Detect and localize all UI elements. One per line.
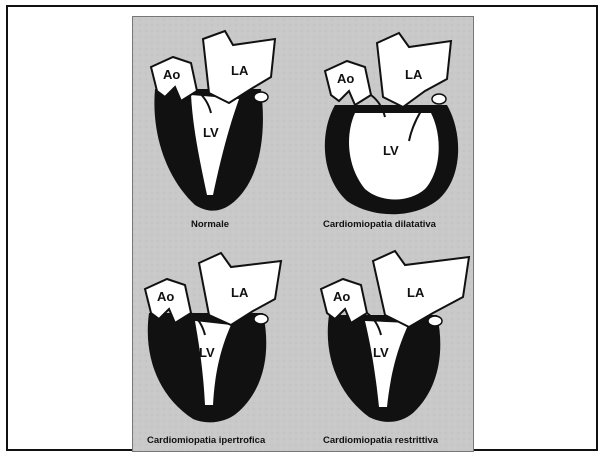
dilated-ao-label: Ao xyxy=(337,71,354,86)
restrictive-lv-label: LV xyxy=(373,345,389,360)
restrictive-coronary-sinus xyxy=(428,316,442,326)
restrictive-ao-label: Ao xyxy=(333,289,350,304)
normal-caption: Normale xyxy=(191,219,229,230)
dilated-coronary-sinus xyxy=(432,94,446,104)
normal-lv-label: LV xyxy=(203,125,219,140)
dilated-la-label: LA xyxy=(405,67,423,82)
hypertrophic-caption: Cardiomiopatia ipertrofica xyxy=(147,435,266,446)
normal-ao-label: Ao xyxy=(163,67,180,82)
hypertrophic-coronary-sinus xyxy=(254,314,268,324)
cardiomyopathy-figure: Ao LA LV Normale Ao LA LV Cardiomiopatia… xyxy=(132,16,474,452)
dilated-caption: Cardiomiopatia dilatativa xyxy=(323,219,437,230)
normal-la-label: LA xyxy=(231,63,249,78)
hypertrophic-lv-label: LV xyxy=(199,345,215,360)
hypertrophic-la-label: LA xyxy=(231,285,249,300)
restrictive-la-label: LA xyxy=(407,285,425,300)
restrictive-caption: Cardiomiopatia restrittiva xyxy=(323,435,439,446)
dilated-lv-label: LV xyxy=(383,143,399,158)
hypertrophic-ao-label: Ao xyxy=(157,289,174,304)
normal-coronary-sinus xyxy=(254,92,268,102)
